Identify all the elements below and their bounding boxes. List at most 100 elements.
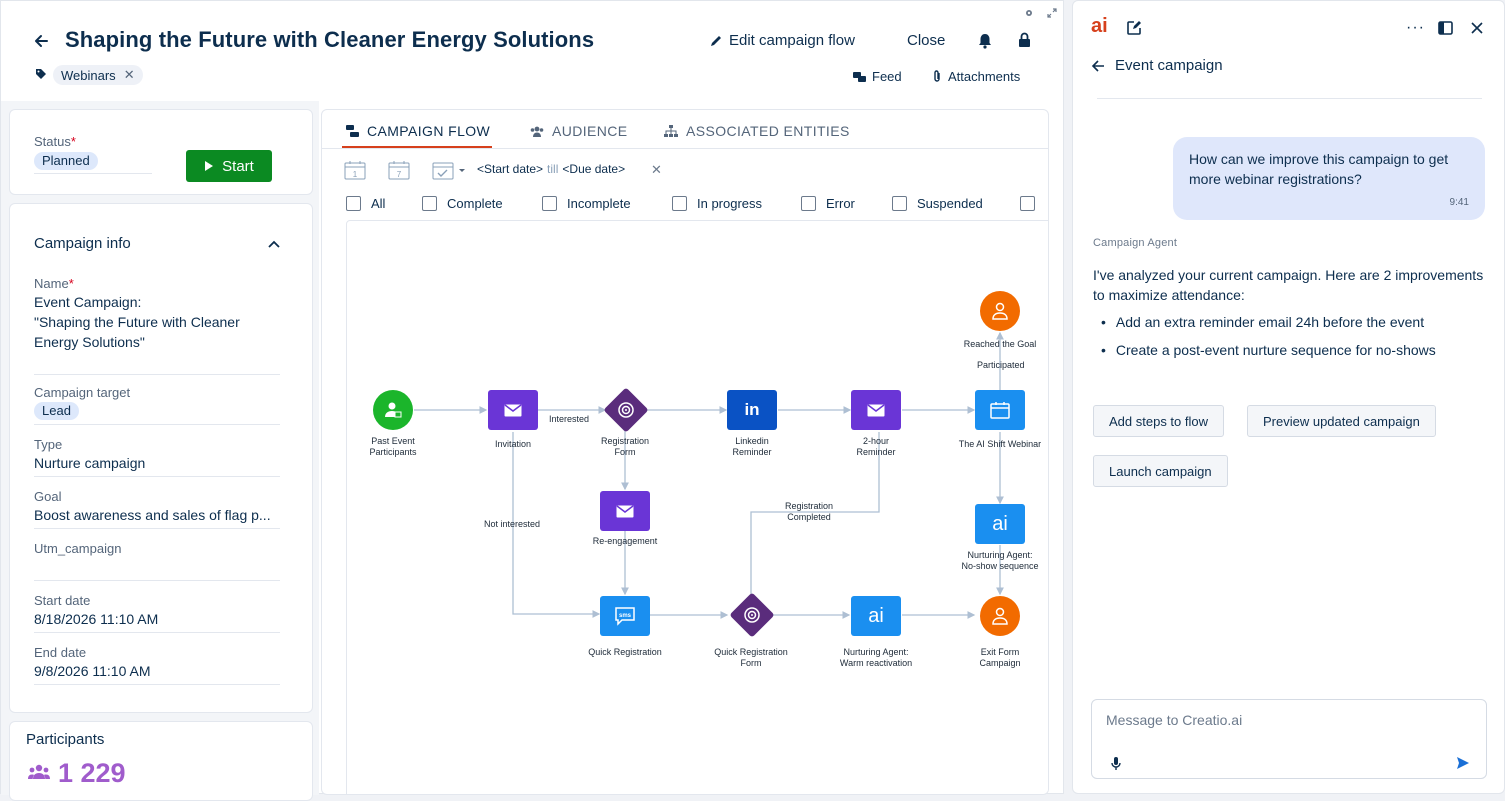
back-arrow-icon[interactable] xyxy=(31,31,51,51)
past-event-participants-node[interactable] xyxy=(373,390,413,430)
page-title: Shaping the Future with Cleaner Energy S… xyxy=(65,27,595,52)
start-button[interactable]: Start xyxy=(186,150,272,182)
start-label: Start xyxy=(222,157,254,175)
clear-dates-icon[interactable]: ✕ xyxy=(651,162,662,177)
nurturing-noshow-node[interactable]: ai xyxy=(975,504,1025,544)
two-hour-reminder-node[interactable] xyxy=(851,390,901,430)
filter-complete[interactable]: Complete xyxy=(422,196,503,211)
user-message-bubble: How can we improve this campaign to get … xyxy=(1173,137,1485,220)
launch-campaign-button[interactable]: Launch campaign xyxy=(1093,455,1228,487)
filter-incomplete[interactable]: Incomplete xyxy=(542,196,631,211)
agent-bullet-text: Create a post-event nurture sequence for… xyxy=(1115,342,1436,358)
play-icon xyxy=(205,161,214,171)
start-date-value[interactable]: 8/18/2026 11:10 AM xyxy=(34,611,159,627)
exit-form-campaign-node[interactable] xyxy=(980,596,1020,636)
add-steps-button[interactable]: Add steps to flow xyxy=(1093,405,1224,437)
goal-label: Goal xyxy=(34,489,62,504)
filter-more[interactable] xyxy=(1020,196,1035,211)
calendar-week-icon[interactable]: 7 xyxy=(388,160,410,180)
active-tab-indicator xyxy=(342,146,492,148)
goal-value[interactable]: Boost awareness and sales of flag p... xyxy=(34,507,271,523)
checkbox[interactable] xyxy=(1020,196,1035,211)
edit-campaign-flow-button[interactable]: Edit campaign flow xyxy=(709,32,855,49)
people-icon xyxy=(28,764,50,779)
checkbox[interactable] xyxy=(801,196,816,211)
dock-panel-icon[interactable] xyxy=(1438,21,1453,35)
start-date-placeholder: <Start date> xyxy=(477,162,544,176)
agent-name-label: Campaign Agent xyxy=(1093,237,1178,249)
person-goal-icon xyxy=(992,302,1008,320)
end-date-value[interactable]: 9/8/2026 11:10 AM xyxy=(34,663,151,679)
quick-registration-node[interactable]: sms xyxy=(600,596,650,636)
ai-icon: ai xyxy=(868,604,884,627)
lock-icon[interactable] xyxy=(1018,32,1031,48)
reached-goal-label: Reached the Goal xyxy=(963,339,1037,349)
checkbox[interactable] xyxy=(422,196,437,211)
tab-campaign-flow[interactable]: CAMPAIGN FLOW xyxy=(346,123,490,139)
name-value-line-3[interactable]: Energy Solutions" xyxy=(34,334,145,350)
conversation-title: Event campaign xyxy=(1115,57,1223,74)
checkbox[interactable] xyxy=(346,196,361,211)
ai-shift-webinar-node[interactable] xyxy=(975,390,1025,430)
end-date-label: End date xyxy=(34,645,87,660)
person-icon xyxy=(385,402,402,418)
user-message-text: How can we improve this campaign to get … xyxy=(1189,151,1449,187)
microphone-icon[interactable] xyxy=(1111,757,1121,771)
name-value-line-1[interactable]: Event Campaign: xyxy=(34,294,142,310)
filter-error[interactable]: Error xyxy=(801,196,855,211)
new-chat-icon[interactable] xyxy=(1127,21,1141,35)
paperclip-icon xyxy=(934,70,940,82)
tab-audience[interactable]: AUDIENCE xyxy=(530,123,628,139)
expand-icon[interactable] xyxy=(1047,8,1057,18)
interested-edge-label: Interested xyxy=(549,414,590,424)
flow-icon xyxy=(346,125,359,137)
date-range-filter[interactable]: <Start date> till <Due date> xyxy=(477,162,625,176)
divider xyxy=(1097,98,1482,99)
participants-card: Participants 1 229 xyxy=(9,721,313,801)
more-options-icon[interactable]: ··· xyxy=(1406,19,1425,36)
invitation-node[interactable] xyxy=(488,390,538,430)
not-interested-edge-label: Not interested xyxy=(484,519,541,529)
feed-button[interactable]: Feed xyxy=(853,69,902,84)
settings-icon[interactable] xyxy=(1024,8,1034,18)
campaign-page: Shaping the Future with Cleaner Energy S… xyxy=(0,0,1064,801)
message-input[interactable] xyxy=(1106,712,1466,728)
re-engagement-node[interactable] xyxy=(600,491,650,531)
attachments-button[interactable]: Attachments xyxy=(932,69,1020,84)
checkbox[interactable] xyxy=(542,196,557,211)
envelope-icon xyxy=(867,403,885,416)
pencil-icon xyxy=(711,35,721,46)
preview-campaign-button[interactable]: Preview updated campaign xyxy=(1247,405,1436,437)
bell-icon[interactable] xyxy=(978,33,992,49)
calendar-day-icon[interactable]: 1 xyxy=(344,160,366,180)
checkbox[interactable] xyxy=(672,196,687,211)
chevron-up-icon[interactable] xyxy=(268,240,280,248)
calendar-check-dropdown-icon[interactable] xyxy=(432,160,468,180)
send-icon[interactable] xyxy=(1456,756,1470,770)
campaign-target-label: Campaign target xyxy=(34,385,131,400)
linkedin-reminder-node[interactable]: in xyxy=(727,390,777,430)
tab-associated-entities[interactable]: ASSOCIATED ENTITIES xyxy=(664,123,850,139)
filter-suspended[interactable]: Suspended xyxy=(892,196,983,211)
reached-goal-node[interactable] xyxy=(980,291,1020,331)
filter-all[interactable]: All xyxy=(346,196,385,211)
attachments-label: Attachments xyxy=(948,69,1021,84)
filter-in-progress[interactable]: In progress xyxy=(672,196,762,211)
type-value[interactable]: Nurture campaign xyxy=(34,455,146,471)
checkbox[interactable] xyxy=(892,196,907,211)
agent-response-text: I've analyzed your current campaign. Her… xyxy=(1093,267,1484,303)
name-value-line-2[interactable]: "Shaping the Future with Cleaner xyxy=(34,314,240,330)
campaign-target-value[interactable]: Lead xyxy=(34,402,79,420)
close-panel-icon[interactable] xyxy=(1471,22,1483,34)
back-arrow-icon[interactable] xyxy=(1091,59,1105,73)
ai-icon: ai xyxy=(992,512,1008,535)
status-value[interactable]: Planned xyxy=(34,152,98,170)
remove-tag-icon[interactable]: ✕ xyxy=(123,67,135,82)
nurturing-warm-node[interactable]: ai xyxy=(851,596,901,636)
divider xyxy=(34,580,280,581)
close-button[interactable]: Close xyxy=(907,32,945,49)
